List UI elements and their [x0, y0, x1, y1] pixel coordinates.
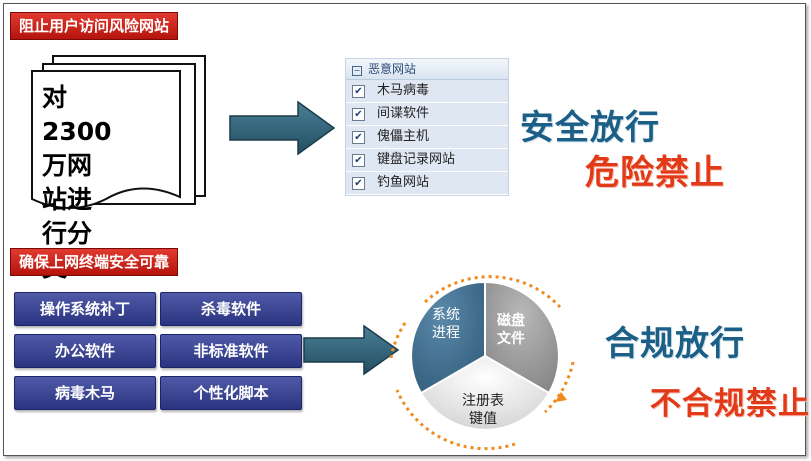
- checkbox-checked-icon[interactable]: ✔: [352, 84, 365, 98]
- pie-label-line: 进程: [432, 325, 460, 341]
- arrow-right-bottom: [303, 324, 400, 376]
- checkbox-checked-icon[interactable]: ✔: [352, 176, 365, 190]
- allow-text-top: 安全放行: [520, 108, 660, 148]
- checkbox-checked-icon[interactable]: ✔: [352, 153, 365, 167]
- site-panel-title: 恶意网站: [368, 62, 417, 76]
- checkbox-checked-icon[interactable]: ✔: [352, 130, 365, 144]
- arrow-right-top: [229, 100, 336, 156]
- site-item-label: 傀儡主机: [377, 129, 430, 144]
- site-item[interactable]: ✔ 间谍软件: [346, 103, 508, 126]
- site-item-label: 钓鱼网站: [377, 175, 430, 190]
- pie-label-registry: 注册表 键值: [462, 392, 504, 428]
- inspection-pie-diagram: [389, 275, 575, 451]
- site-item[interactable]: ✔ 钓鱼网站: [346, 172, 508, 195]
- tile-custom-script: 个性化脚本: [160, 376, 302, 410]
- tile-office-software: 办公软件: [14, 334, 156, 368]
- site-item-label: 木马病毒: [377, 83, 430, 98]
- site-panel-header: −恶意网站: [346, 59, 508, 80]
- orbit-arrowhead-icon: [555, 392, 567, 402]
- document-text: 对2300 万网站进 行分类: [42, 81, 112, 285]
- pie-label-line: 磁盘: [497, 313, 525, 329]
- pie-label-line: 键值: [469, 411, 497, 427]
- orbit-arc-right: [543, 361, 575, 414]
- deny-text-bottom: 不合规禁止: [650, 386, 810, 422]
- collapse-icon[interactable]: −: [352, 66, 362, 76]
- pie-label-disk-files: 磁盘 文件: [497, 312, 525, 348]
- section-banner-bottom: 确保上网终端安全可靠: [10, 248, 179, 276]
- pie-slice-registry: [419, 354, 551, 431]
- pie-slice-system-process: [410, 280, 486, 395]
- pie-label-line: 系统: [432, 307, 460, 323]
- allow-text-bottom: 合规放行: [605, 324, 745, 364]
- site-item-label: 键盘记录网站: [377, 152, 456, 167]
- section-banner-top: 阻止用户访问风险网站: [10, 12, 179, 40]
- tile-virus-trojan: 病毒木马: [14, 376, 156, 410]
- pie-label-line: 注册表: [462, 393, 504, 409]
- checkbox-checked-icon[interactable]: ✔: [352, 107, 365, 121]
- orbit-arc-bottom: [395, 389, 516, 451]
- tile-nonstandard-software: 非标准软件: [160, 334, 302, 368]
- deny-text-top: 危险禁止: [585, 153, 725, 193]
- site-item[interactable]: ✔ 傀儡主机: [346, 126, 508, 149]
- orbit-arc-left: [389, 319, 409, 359]
- pie-label-line: 文件: [497, 331, 525, 347]
- tile-os-patch: 操作系统补丁: [14, 292, 156, 326]
- pie-slice-disk-files: [484, 280, 560, 395]
- tile-antivirus: 杀毒软件: [160, 292, 302, 326]
- site-item[interactable]: ✔ 键盘记录网站: [346, 149, 508, 172]
- doc-sheet-front: [31, 70, 181, 209]
- document-line-2: 万网站进: [42, 151, 93, 214]
- malicious-site-panel: −恶意网站 ✔ 木马病毒 ✔ 间谍软件 ✔ 傀儡主机 ✔ 键盘记录网站 ✔ 钓鱼网站: [345, 58, 509, 196]
- site-item-label: 间谍软件: [377, 106, 430, 121]
- pie-label-system-process: 系统 进程: [432, 306, 460, 342]
- site-item[interactable]: ✔ 木马病毒: [346, 80, 508, 103]
- document-line-1: 对2300: [42, 83, 112, 146]
